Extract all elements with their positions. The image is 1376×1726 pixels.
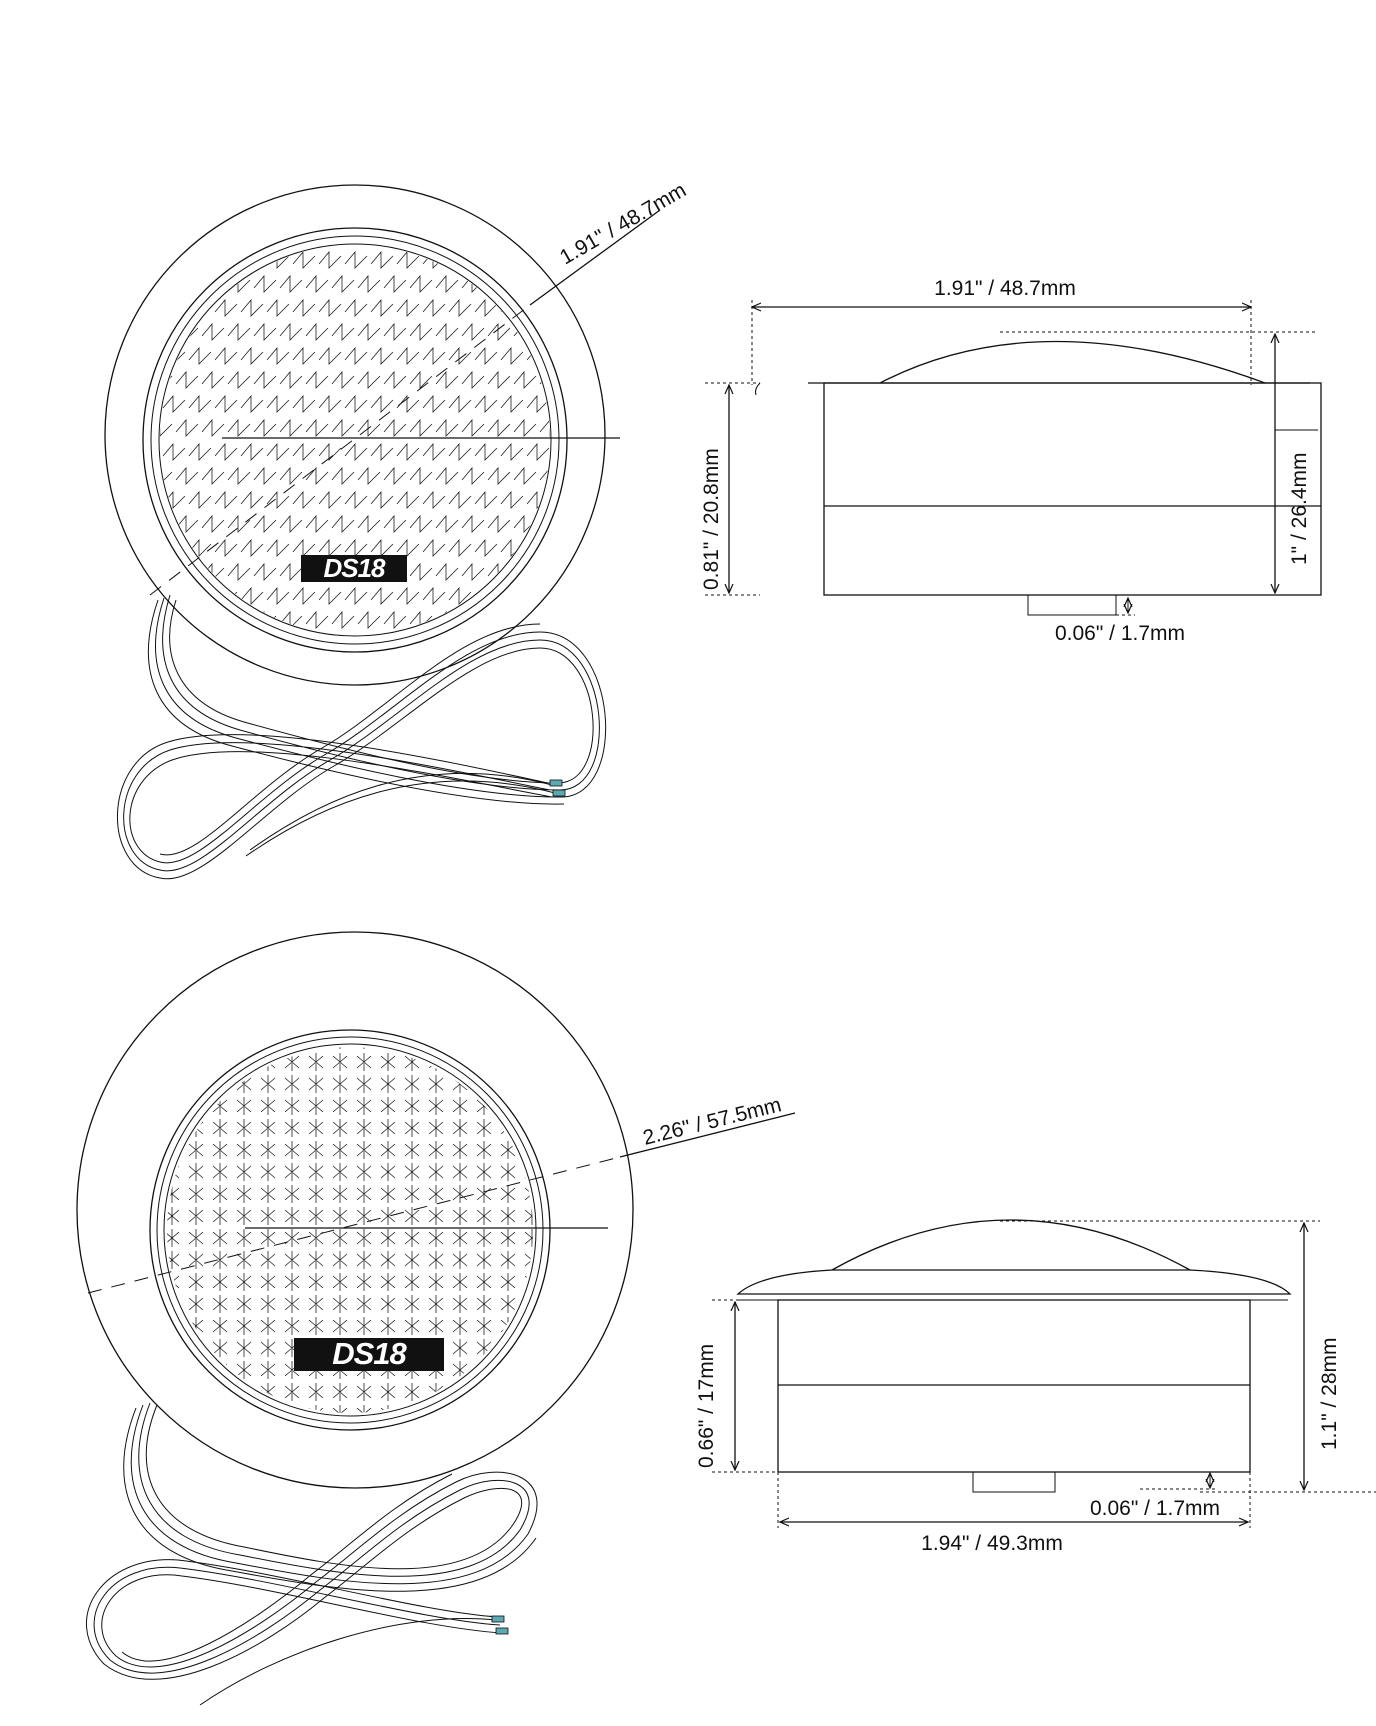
top-mesh-pattern: [160, 245, 550, 635]
bottom-diameter-leader: [619, 1112, 796, 1158]
bottom-brand-logo: DS18: [294, 1336, 444, 1371]
bottom-tweeter-side-view: 0.06" / 1.7mm 1.94" / 49.3mm 0.66" / 17m…: [695, 1219, 1376, 1555]
bottom-flange-outer: [76, 931, 634, 1489]
bottom-body: [777, 1299, 1251, 1473]
bottom-wire-harness: [85, 1402, 538, 1706]
top-brand-logo: DS18: [301, 553, 407, 583]
top-terminal-label: 0.06" / 1.7mm: [1055, 622, 1185, 645]
bottom-total-height-label: 1.1" / 28mm: [1318, 1338, 1341, 1451]
bottom-diameter-dashed: [87, 1156, 621, 1294]
bottom-grille-ring-inner: [156, 1036, 544, 1424]
top-tweeter-front-view: DS18 1.91" / 48.7mm: [104, 179, 690, 880]
top-grille-edge: [158, 243, 552, 637]
top-body: [823, 382, 1322, 596]
bottom-terminal-label: 0.06" / 1.7mm: [1090, 1497, 1220, 1520]
top-total-height-label: 1" / 26.4mm: [1288, 453, 1311, 566]
top-grille-ring-inner: [150, 235, 560, 645]
top-grille-ring-outer: [142, 227, 568, 653]
top-flange-outer: [104, 184, 606, 686]
svg-text:DS18: DS18: [332, 1336, 407, 1371]
bottom-tweeter-front-view: DS18 2.26" / 57.5mm: [76, 931, 796, 1706]
top-terminal: [1027, 594, 1117, 616]
top-tweeter-side-view: 1.91" / 48.7mm 0.06" / 1.7mm 0.81" / 20.…: [700, 277, 1322, 645]
bottom-flange: [736, 1269, 1292, 1295]
top-grille-mesh: [160, 245, 550, 635]
top-wire-harness: [117, 594, 607, 880]
top-front-diameter-label: 1.91" / 48.7mm: [556, 179, 690, 270]
bottom-body-width-label: 1.94" / 49.3mm: [921, 1532, 1063, 1555]
bottom-terminal: [972, 1471, 1056, 1493]
top-diameter-leader: [529, 209, 661, 306]
top-dome: [879, 340, 1266, 384]
bottom-body-height-label: 0.66" / 17mm: [695, 1344, 718, 1468]
top-body-height-label: 0.81" / 20.8mm: [700, 448, 723, 590]
bottom-dome: [831, 1219, 1191, 1271]
top-diameter-dashed: [149, 304, 531, 596]
bottom-grille-edge: [163, 1043, 537, 1417]
top-side-width-label: 1.91" / 48.7mm: [934, 277, 1076, 300]
svg-text:DS18: DS18: [323, 553, 386, 583]
bottom-grille-ring-outer: [149, 1029, 551, 1431]
